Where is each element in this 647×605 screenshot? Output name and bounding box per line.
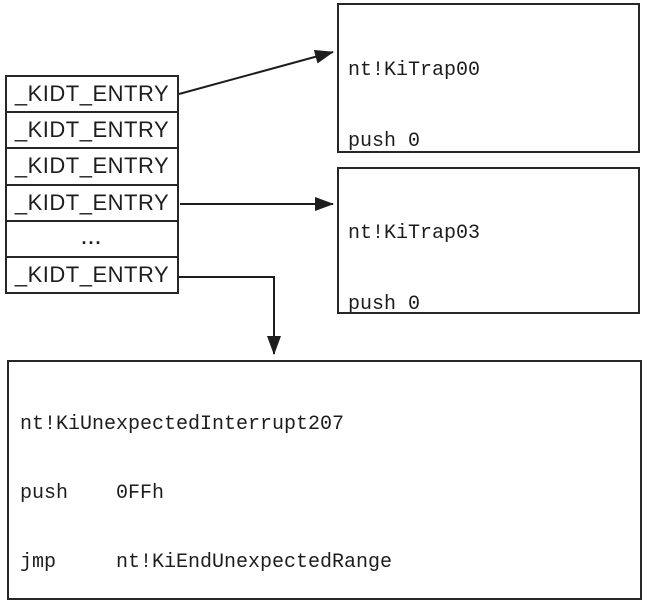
arrow-entry207-to-unexpected: [179, 276, 281, 355]
code-box-kiunexpectedinterrupt207: nt!KiUnexpectedInterrupt207 push 0FFh jm…: [7, 360, 642, 600]
arrow-entry0-to-kitrap00: [178, 49, 334, 95]
code-line: push 0: [348, 292, 421, 314]
idt-entry-row-5: _KIDT_ENTRY: [14, 261, 170, 287]
code-line: jmp nt!KiEndUnexpectedRange: [20, 551, 393, 574]
code-line: nt!KiUnexpectedInterrupt207: [20, 413, 345, 436]
idt-entry-row-2: _KIDT_ENTRY: [7, 149, 177, 186]
idt-entry-row-1: _KIDT_ENTRY: [7, 113, 177, 150]
idt-entry-row-0: _KIDT_ENTRY: [7, 77, 177, 114]
code-line: nt!KiTrap03: [348, 222, 481, 245]
code-box-kitrap03: nt!KiTrap03 push 0 mov word ptr [esp+2],…: [337, 167, 640, 314]
code-line: push 0: [348, 129, 421, 153]
code-line: push 0FFh: [20, 482, 165, 505]
code-line: nt!KiTrap00: [348, 59, 481, 82]
idt-entry-row-3: _KIDT_ENTRY: [7, 186, 177, 222]
code-box-kitrap00: nt!KiTrap00 push 0 mov word ptr [esp+2],…: [337, 3, 640, 153]
idt-entry-row-ellipsis: ...: [7, 222, 177, 258]
idt-table: _KIDT_ENTRY _KIDT_ENTRY _KIDT_ENTRY _KID…: [5, 75, 179, 294]
